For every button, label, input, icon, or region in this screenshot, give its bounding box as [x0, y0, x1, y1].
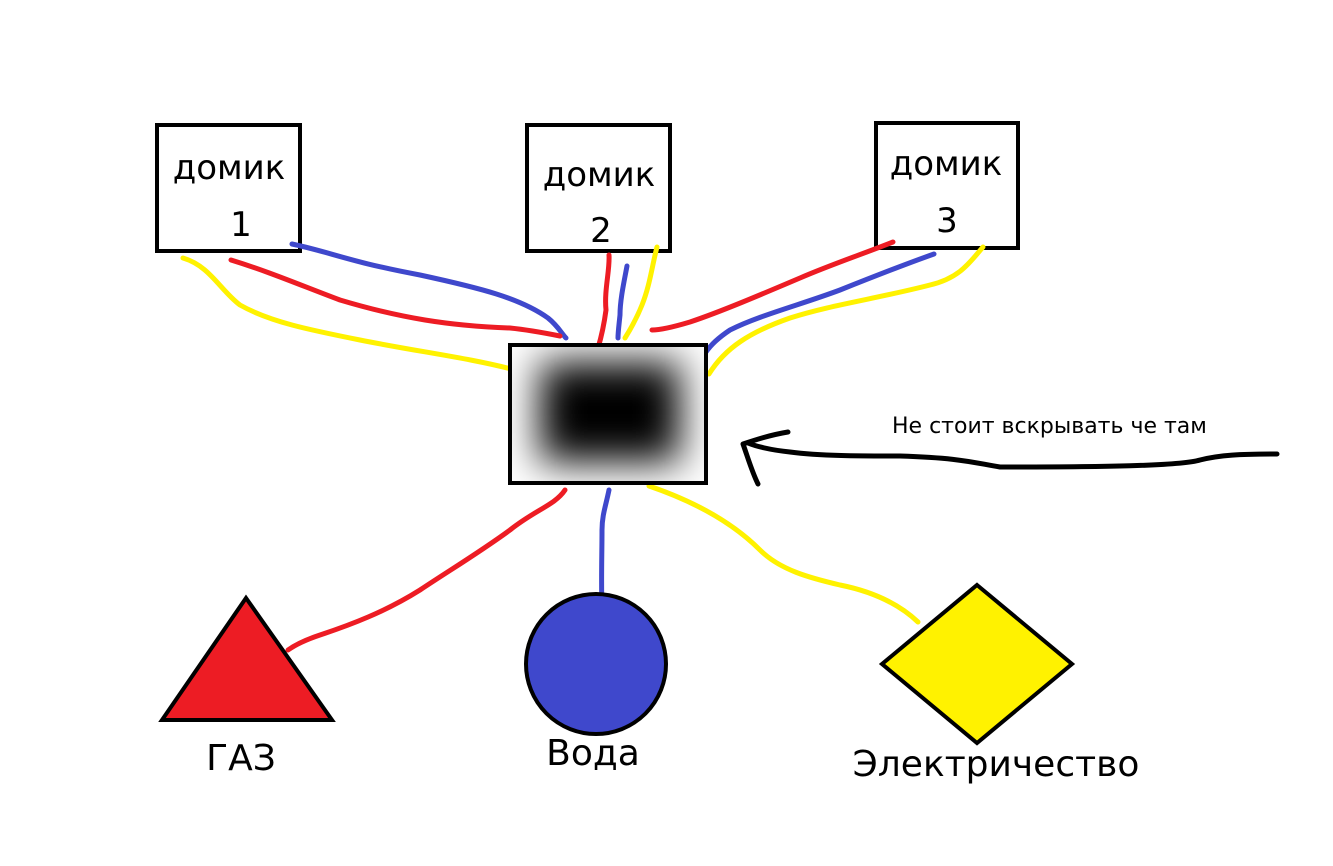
house-2: домик 2 [525, 123, 672, 253]
hub-note: Не стоит вскрывать че там [892, 414, 1207, 439]
house-wires [180, 239, 986, 377]
utility-wires [285, 483, 921, 653]
house-3-number: 3 [936, 201, 958, 241]
house-3: домик 3 [874, 121, 1020, 250]
arrow-head [740, 429, 791, 487]
house-1-number: 1 [230, 205, 252, 245]
wire-electricity-house-3 [706, 244, 986, 377]
wire-water-house-3 [703, 251, 937, 355]
wire-gas-house-2 [595, 252, 612, 351]
utility-gas: ГАЗ [158, 594, 336, 779]
water-label: Вода [546, 733, 640, 774]
arrow-shaft [745, 440, 1280, 470]
house-1-box [155, 123, 302, 253]
electricity-label: Электричество [853, 744, 1140, 785]
wire-gas-house-1 [228, 257, 563, 339]
wire-water-house-1 [289, 241, 569, 341]
diamond-icon [878, 582, 1076, 746]
wire-water-utility [599, 487, 612, 613]
wire-electricity-house-2 [622, 244, 660, 341]
hub-box-outline [508, 343, 708, 485]
utility-electricity: Электричество [853, 582, 1140, 785]
gas-label: ГАЗ [206, 738, 276, 779]
wire-gas-house-3 [649, 239, 896, 333]
house-2-box [525, 123, 672, 253]
hub-box [508, 343, 708, 485]
circle-icon [524, 592, 668, 736]
house-3-box [874, 121, 1020, 250]
wire-electricity-house-1 [180, 255, 518, 373]
house-1: домик 1 [155, 123, 302, 253]
house-3-word: домик [890, 144, 1003, 184]
wire-water-house-2 [615, 263, 630, 341]
house-2-word: домик [543, 155, 656, 195]
wire-gas-utility [285, 487, 568, 653]
utility-water: Вода [524, 592, 668, 774]
hub-arrow: Не стоит вскрывать че там [740, 414, 1280, 487]
house-1-word: домик [173, 148, 286, 188]
wire-electricity-utility [646, 483, 921, 625]
house-2-number: 2 [590, 211, 612, 251]
triangle-icon [158, 594, 336, 722]
